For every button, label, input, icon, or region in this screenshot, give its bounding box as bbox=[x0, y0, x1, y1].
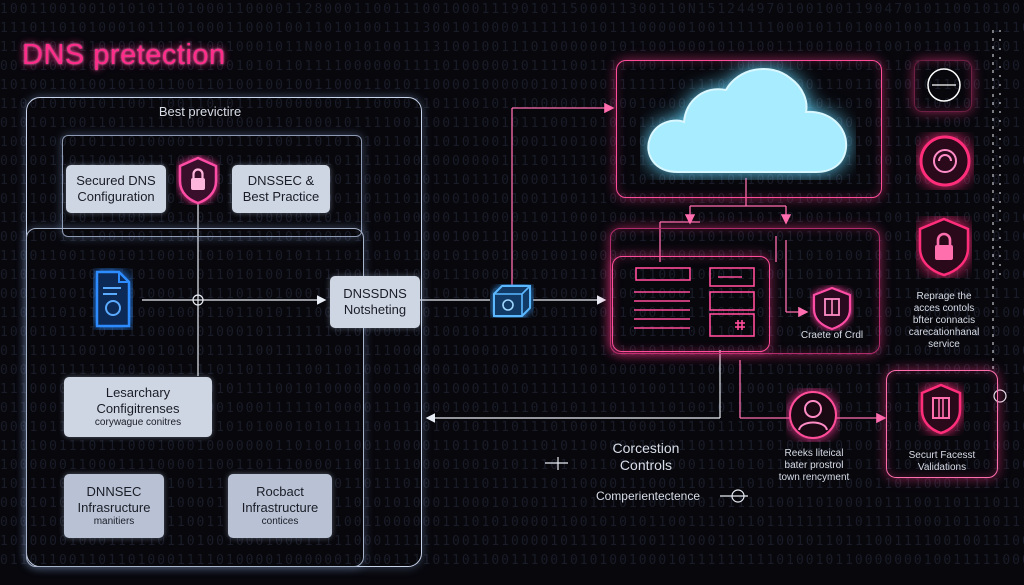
secured-dns-card[interactable]: Secured DNS Configuration bbox=[66, 165, 166, 213]
dnssdns-line2: Notsheting bbox=[343, 302, 407, 317]
secure-validations-panel bbox=[886, 370, 998, 478]
secured-dns-line2: Configuration bbox=[77, 189, 155, 204]
lesarchary-line1: Lesarchary bbox=[105, 385, 171, 400]
document-icon bbox=[95, 270, 131, 328]
dnssec-best-card[interactable]: DNSSEC & Best Practice bbox=[232, 165, 330, 213]
shield-icon bbox=[812, 286, 852, 331]
rocbact-line2: Infrastructure bbox=[241, 500, 319, 515]
rocbact-sub: contices bbox=[261, 516, 299, 527]
shield-validation-icon bbox=[920, 383, 962, 435]
person-icon bbox=[789, 391, 837, 439]
reeks-line3: town rencyment bbox=[778, 472, 850, 483]
dnssec-infra-line2: Infrasructure bbox=[77, 500, 151, 515]
reeks-line1: Reeks liteical bbox=[784, 448, 844, 459]
rocbact-line1: Rocbact bbox=[256, 484, 304, 499]
secure-label: Securt Facesst Validations bbox=[890, 450, 994, 474]
cube-icon bbox=[493, 285, 531, 317]
dnssec-infra-card[interactable]: DNNSEC Infrasructure manitiers bbox=[64, 474, 164, 538]
reeks-line2: bater prostrol bbox=[784, 460, 844, 471]
dnssec-best-line2: Best Practice bbox=[242, 189, 320, 204]
lesarchary-line2: Configitrenses bbox=[96, 401, 180, 416]
panel-title: Best previctire bbox=[158, 104, 242, 119]
shield-lock-icon bbox=[178, 156, 218, 205]
reeks-label: Reeks liteical bater prostrol town rency… bbox=[764, 448, 864, 484]
comper-label: Comperientectence bbox=[595, 489, 701, 503]
dnssec-infra-line1: DNNSEC bbox=[86, 484, 142, 499]
reprage-label: Reprage the acces contols bfter connacis… bbox=[896, 291, 992, 351]
dnssdns-line1: DNSSDNS bbox=[343, 286, 407, 301]
reprage-line2: acces contols bbox=[913, 303, 975, 314]
lesarchary-sub: corywague conitres bbox=[94, 417, 182, 428]
server-rack-icon bbox=[634, 267, 755, 337]
lesarchary-card[interactable]: Lesarchary Configitrenses corywague coni… bbox=[64, 377, 212, 437]
rocbact-card[interactable]: Rocbact Infrastructure contices bbox=[228, 474, 332, 538]
cloud-panel bbox=[616, 60, 882, 198]
reprage-line3: bfter connacis bbox=[912, 315, 976, 326]
dnssec-infra-sub: manitiers bbox=[93, 516, 135, 527]
top-right-icon-frame bbox=[914, 60, 972, 112]
dnssdns-card[interactable]: DNSSDNS Notsheting bbox=[330, 276, 420, 328]
lower-inner-panel bbox=[26, 228, 364, 567]
secure-line1: Securt Facesst bbox=[908, 450, 976, 461]
secure-line2: Validations bbox=[917, 462, 967, 473]
server-panel bbox=[610, 228, 880, 354]
lock-icon bbox=[918, 217, 970, 277]
secured-dns-line1: Secured DNS bbox=[76, 173, 156, 188]
circle-icon bbox=[927, 68, 961, 102]
cloud-icon bbox=[647, 67, 848, 173]
corcestion-line1: Corcestion bbox=[612, 440, 680, 456]
reprage-line5: service bbox=[928, 339, 960, 350]
server-rack bbox=[612, 256, 770, 352]
reprage-line4: carecationhanal bbox=[908, 327, 980, 338]
corcestion-line2: Controls bbox=[619, 457, 673, 473]
reprage-line1: Reprage the bbox=[916, 291, 972, 302]
dnssec-best-line1: DNSSEC & bbox=[247, 173, 315, 188]
corcestion-label: Corcestion Controls bbox=[596, 440, 696, 474]
top-inner-panel bbox=[62, 135, 362, 237]
page-title: DNS pretection bbox=[22, 39, 226, 72]
create-label: Craete of Crdl bbox=[800, 330, 864, 341]
lock-circle-icon bbox=[919, 135, 971, 187]
